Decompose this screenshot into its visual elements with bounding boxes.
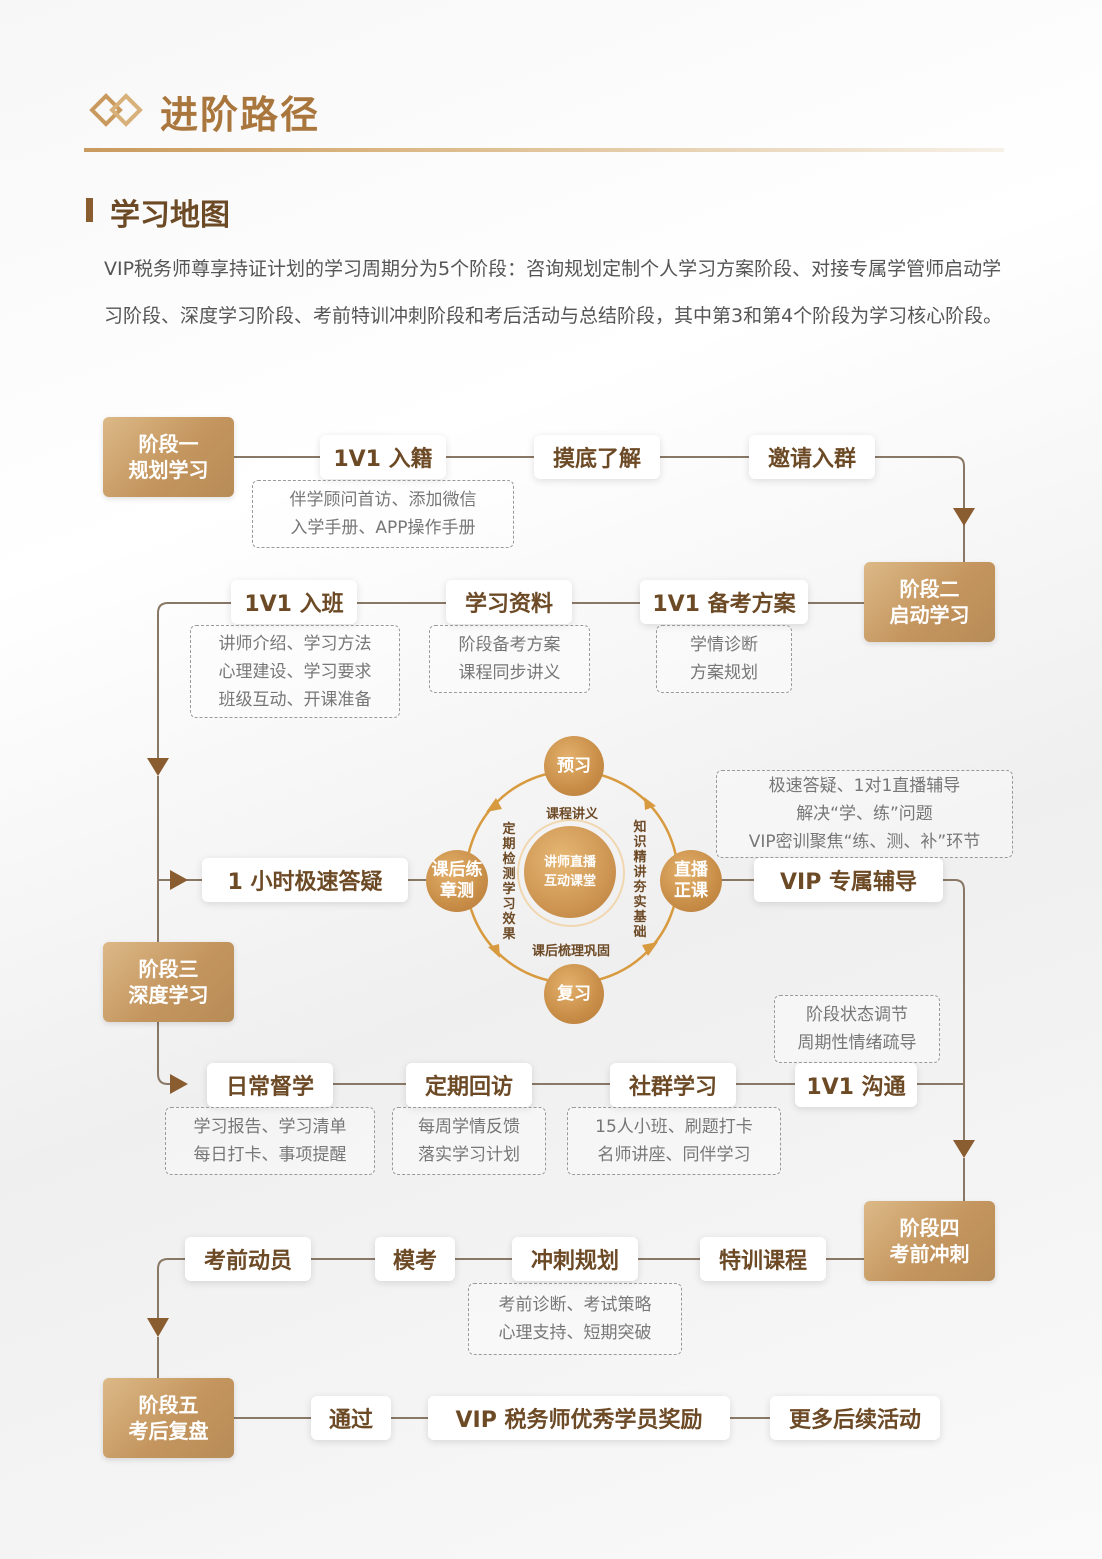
note-regular-followup: 每周学情反馈 落实学习计划 [392,1107,546,1175]
note-line: 解决“学、练”问题 [796,804,933,824]
stage-one-box: 阶段一 规划学习 [103,417,234,497]
note-line: 伴学顾问首访、添加微信 [289,490,477,510]
cycle-preview-node: 预习 [544,736,604,796]
note-1v1-communication: 阶段状态调节 周期性情绪疏导 [774,995,940,1063]
page-title: 进阶路径 [160,93,321,137]
cycle-live-class-node: 直播 正课 [660,850,722,912]
step-sprint-planning: 冲刺规划 [512,1237,638,1281]
cycle-center-label: 互动课堂 [543,874,596,889]
note-line: 阶段备考方案 [458,635,561,655]
step-regular-followup: 定期回访 [406,1063,532,1107]
note-line: 班级互动、开课准备 [218,689,372,710]
stage-one-title: 规划学习 [128,458,209,482]
section-intro: VIP税务师尊享持证计划的学习周期分为5个阶段：咨询规划定制个人学习方案阶段、对… [104,258,1003,327]
section-title: 学习地图 [110,198,230,233]
note-daily-supervision: 学习报告、学习清单 每日打卡、事项提醒 [165,1107,375,1175]
note-line: VIP密训聚焦“练、测、补”环节 [748,832,981,852]
cycle-center: 讲师直播 互动课堂 [524,826,616,918]
step-quick-qa: 1 小时极速答疑 [202,858,408,902]
note-vip-tutoring: 极速答疑、1对1直播辅导 解决“学、练”问题 VIP密训聚焦“练、测、补”环节 [716,770,1013,858]
cycle-label-bottom: 课后梳理巩固 [532,944,611,959]
step-assessment: 摸底了解 [534,435,660,479]
cycle-review-node: 复习 [544,964,604,1024]
note-line: 学情诊断 [690,635,758,655]
note-line: 心理支持、短期突破 [498,1323,652,1343]
cycle-label-right: 知识精讲夯实基础 [633,820,647,940]
note-line: 心理建设、学习要求 [218,661,372,682]
step-daily-supervision: 日常督学 [207,1063,333,1107]
step-more-activities: 更多后续活动 [770,1396,940,1440]
note-sprint-planning: 考前诊断、考试策略 心理支持、短期突破 [468,1283,682,1355]
step-join-group: 邀请入群 [749,435,875,479]
cycle-live-label: 直播 [674,860,708,880]
stage-two-label: 阶段二 [899,577,960,601]
cycle-live-label: 正课 [674,881,708,901]
note-line: 周期性情绪疏导 [797,1033,917,1053]
note-study-materials: 阶段备考方案 课程同步讲义 [429,625,590,693]
stage-two-box: 阶段二 启动学习 [864,562,995,642]
step-join-class: 1V1 入班 [231,580,357,624]
stage-three-label: 阶段三 [138,957,199,981]
note-line: 阶段状态调节 [806,1005,908,1025]
note-line: 入学手册、APP操作手册 [290,518,476,538]
note-line: 每周学情反馈 [418,1117,520,1137]
stage-four-box: 阶段四 考前冲刺 [864,1201,995,1281]
cycle-practice-node: 课后练 章测 [426,850,488,912]
step-pre-exam-mobilization: 考前动员 [185,1237,311,1281]
arrow-heads [147,508,975,1337]
note-line: 15人小班、刷题打卡 [595,1117,753,1137]
step-community-learning: 社群学习 [610,1063,736,1107]
note-community-learning: 15人小班、刷题打卡 名师讲座、同伴学习 [567,1107,781,1175]
cycle-label-top: 课程讲义 [546,807,599,822]
note-line: 考前诊断、考试策略 [498,1295,652,1315]
section-marker [86,198,93,222]
step-1v1-communication: 1V1 沟通 [795,1063,917,1107]
step-pass: 通过 [311,1396,391,1440]
cycle-practice-label: 章测 [440,881,474,901]
stage-four-title: 考前冲刺 [889,1242,970,1266]
stage-five-title: 考后复盘 [128,1419,209,1443]
diamond-logo-icon [89,93,143,127]
stage-four-label: 阶段四 [899,1216,960,1240]
step-study-materials: 学习资料 [446,580,572,624]
cycle-practice-label: 课后练 [431,860,483,880]
note-line: 学习报告、学习清单 [193,1117,347,1137]
step-vip-award: VIP 税务师优秀学员奖励 [428,1396,730,1440]
cycle-label-left: 定期检测学习效果 [502,822,516,942]
stage-three-box: 阶段三 深度学习 [103,942,234,1022]
note-line: 方案规划 [690,663,758,683]
stage-one-label: 阶段一 [138,432,199,456]
note-line: 讲师介绍、学习方法 [218,633,372,654]
note-exam-plan: 学情诊断 方案规划 [656,625,792,693]
cycle-center-label: 讲师直播 [543,855,596,870]
step-exam-plan: 1V1 备考方案 [640,580,808,624]
stage-two-title: 启动学习 [889,603,970,627]
note-line: 极速答疑、1对1直播辅导 [768,776,961,796]
note-line: 课程同步讲义 [458,663,561,683]
cycle-center-ring [517,819,625,927]
note-line: 名师讲座、同伴学习 [597,1145,751,1165]
stage-three-title: 深度学习 [128,983,209,1007]
title-divider [84,148,1004,152]
cycle-review-label: 复习 [557,983,591,1004]
step-vip-tutoring: VIP 专属辅导 [754,858,943,902]
step-mock-exam: 模考 [375,1237,455,1281]
note-enrollment: 伴学顾问首访、添加微信 入学手册、APP操作手册 [252,480,514,548]
note-join-class: 讲师介绍、学习方法 心理建设、学习要求 班级互动、开课准备 [190,625,400,718]
stage-five-box: 阶段五 考后复盘 [103,1378,234,1458]
step-enrollment: 1V1 入籍 [320,435,446,479]
cycle-preview-label: 预习 [557,755,591,776]
note-line: 每日打卡、事项提醒 [193,1145,347,1165]
note-line: 落实学习计划 [418,1145,520,1165]
step-special-training: 特训课程 [700,1237,826,1281]
stage-five-label: 阶段五 [138,1393,199,1417]
